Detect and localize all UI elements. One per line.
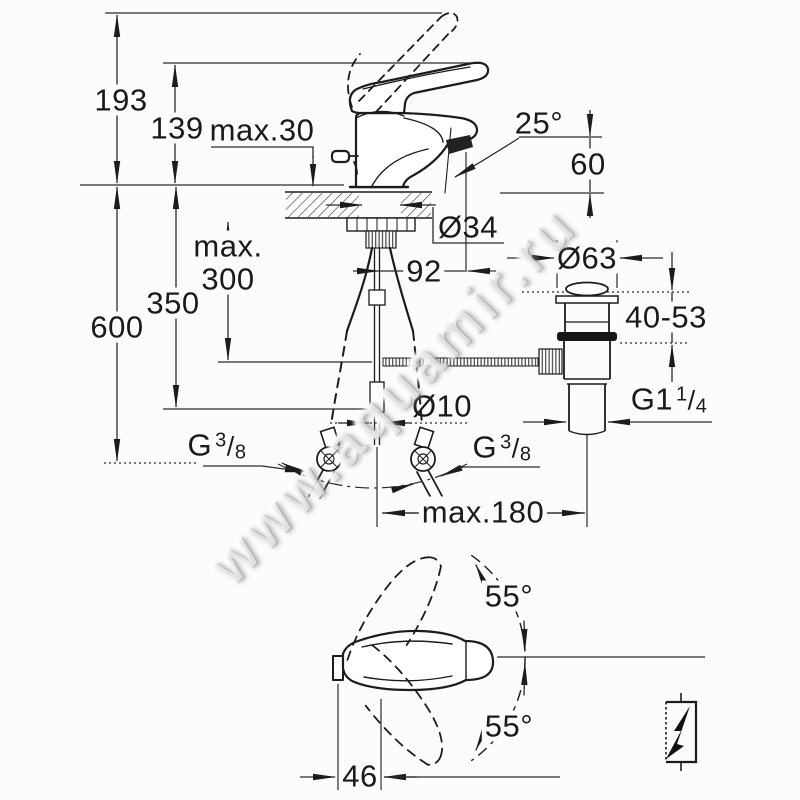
lightning-bolt [666,706,690,759]
horizontal-rod [382,357,539,367]
waste-seal [557,332,617,341]
thread-denominator: 4 [695,395,708,418]
thread-numerator: 3 [215,429,227,452]
dim-label-139: 139 [147,112,207,144]
dim-label-55-bottom: 55° [481,710,537,742]
pop-up-rod [368,248,563,445]
dim-label-max180: max.180 [418,496,548,528]
dim-label-55-top: 55° [481,580,537,612]
dim-label-max-word: max. [190,230,266,262]
thread-numerator: 3 [500,431,512,454]
dim-label-300: 300 [198,263,258,295]
waste-flange [555,295,619,304]
thread-prefix: G [187,427,213,463]
hose-nut-left [316,446,342,472]
thread-slash: / [226,431,235,462]
thread-prefix: G1 [630,381,674,417]
raised-handle-dashed [347,12,459,113]
hose-swivel-arc [277,462,468,494]
thread-slash: / [687,385,696,416]
dim-label-max30: max.30 [209,112,315,148]
lightning-icon [665,693,698,771]
mounting-deck [285,191,432,249]
dim-label-60: 60 [567,148,609,180]
dim-label-350: 350 [143,287,203,319]
dim-label-dia34: Ø34 [437,209,499,245]
dim-label-dia10: Ø10 [411,388,473,424]
threaded-shank [365,230,397,249]
rod-coupling [538,348,563,375]
pop-up-waste [555,281,619,436]
faucet-side-view [330,12,490,194]
supply-hoses [308,246,443,499]
dim-label-92: 92 [403,255,445,287]
handle-outline [341,629,495,692]
handle-rotated-up-dashed [346,556,442,661]
thread-denominator: 8 [519,443,532,466]
thread-prefix: G [472,429,498,465]
waste-tailpipe [568,430,606,436]
lever-handle [348,61,490,115]
hose-nut-right [410,446,436,472]
dim-label-40-53: 40-53 [622,301,710,333]
dimension-lines [113,14,712,781]
dim-label-dia63: Ø63 [553,242,621,274]
dim-label-193: 193 [91,84,151,116]
pop-up-knob [330,149,351,164]
thread-numerator: 1 [676,383,688,406]
aerator [446,135,473,154]
dim-label-600: 600 [87,311,147,343]
dim-label-46: 46 [339,760,381,792]
waste-plug [565,281,609,297]
dim-label-25deg: 25° [514,105,564,141]
handle-rotated-down-dashed [364,644,444,766]
thread-denominator: 8 [234,441,247,464]
thread-slash: / [511,433,520,464]
